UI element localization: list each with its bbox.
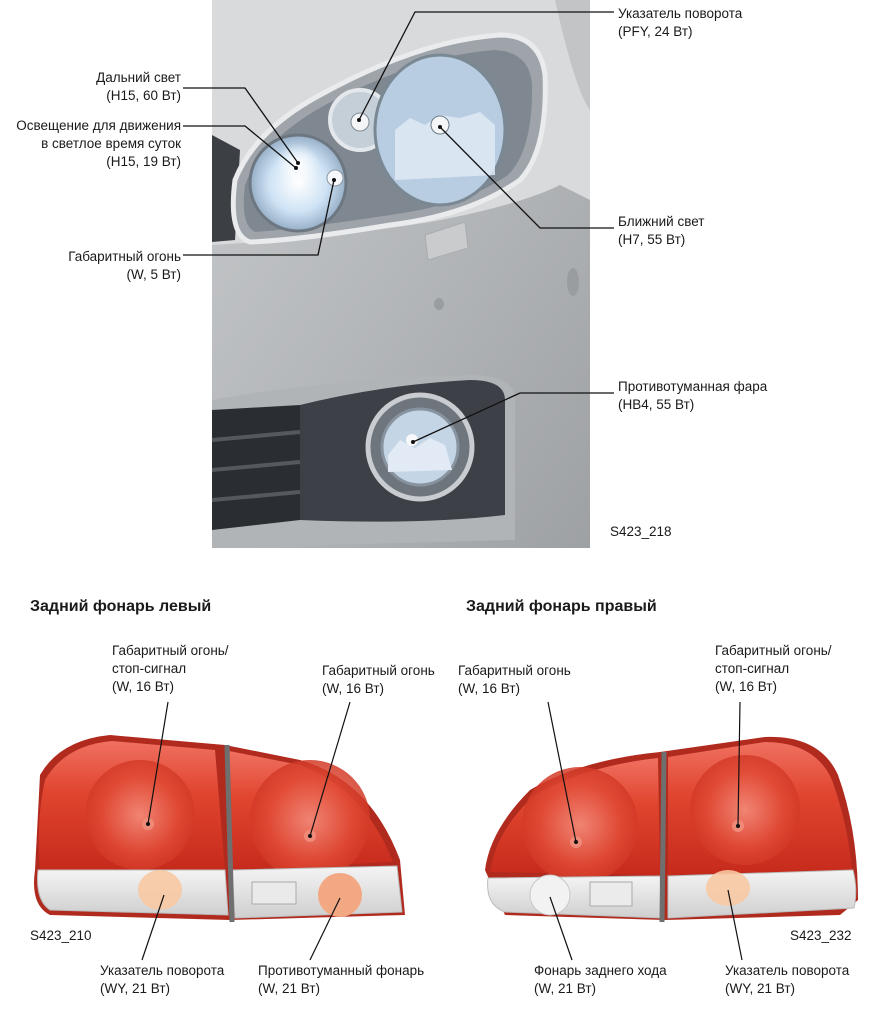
label-daytime-running-light: Освещение для движения в светлое время с…: [16, 118, 181, 169]
figure-code-rear-right: S423_232: [790, 928, 852, 943]
label-parking-light: Габаритный огонь (W, 5 Вт): [68, 249, 181, 282]
label-rl-tail-brake: Габаритный огонь/ стоп-сигнал (W, 16 Вт): [112, 643, 229, 694]
label-rr-turn: Указатель поворота (WY, 21 Вт): [725, 963, 850, 996]
figure-code-rear-left: S423_210: [30, 928, 92, 943]
label-fog-lamp: Противотуманная фара (HB4, 55 Вт): [618, 379, 768, 412]
front-headlight-image: [211, 0, 590, 548]
label-front-turn-signal: Указатель поворота (PFY, 24 Вт): [618, 6, 743, 39]
rear-left-lamp-image: [34, 735, 405, 923]
front-leader-lines: [183, 11, 614, 443]
rear-left-title: Задний фонарь левый: [30, 598, 212, 615]
rear-right-lamp-image: [485, 736, 858, 923]
rear-leader-dots: [146, 822, 740, 844]
label-rr-tail: Габаритный огонь (W, 16 Вт): [458, 663, 571, 696]
label-rl-tail: Габаритный огонь (W, 16 Вт): [322, 663, 435, 696]
front-leader-dots: [294, 118, 442, 444]
label-rr-tail-brake: Габаритный огонь/ стоп-сигнал (W, 16 Вт): [715, 643, 832, 694]
label-low-beam: Ближний свет (H7, 55 Вт): [618, 214, 705, 247]
label-rl-fog: Противотуманный фонарь (W, 21 Вт): [258, 963, 425, 996]
label-rr-reverse: Фонарь заднего хода (W, 21 Вт): [534, 963, 667, 996]
rear-right-title: Задний фонарь правый: [466, 598, 657, 615]
label-rl-turn: Указатель поворота (WY, 21 Вт): [100, 963, 225, 996]
rear-leader-lines: [141, 701, 743, 961]
figure-code-front: S423_218: [610, 524, 672, 539]
label-high-beam: Дальний свет (H15, 60 Вт): [96, 70, 181, 103]
